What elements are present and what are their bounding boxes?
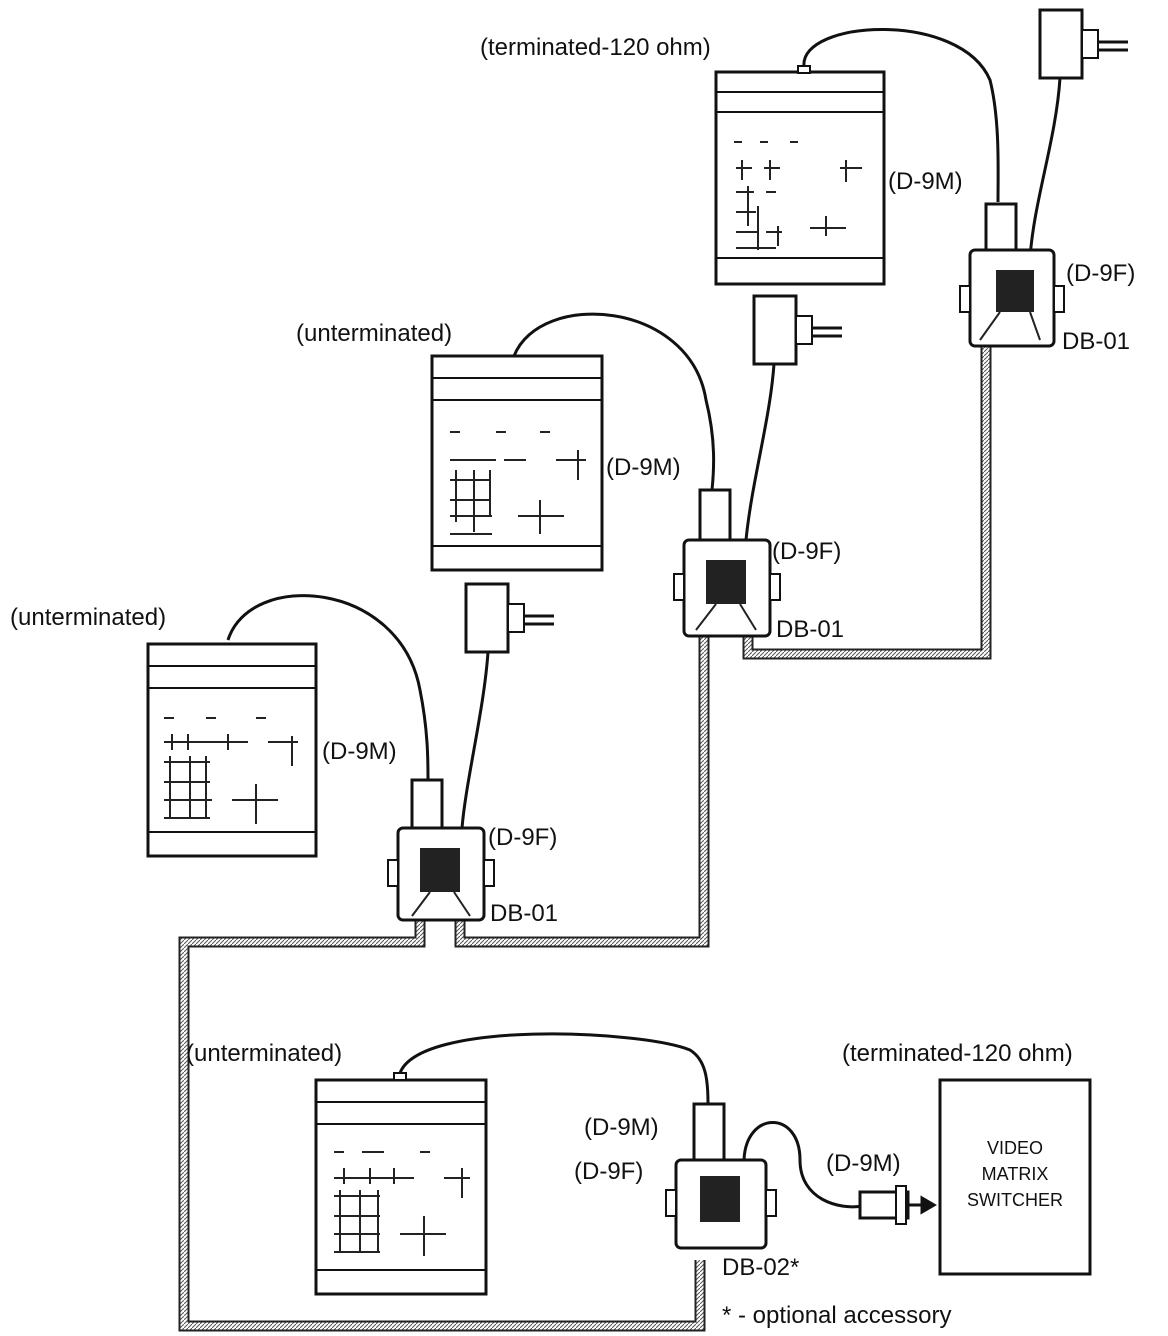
kb4-termination-label: (terminated-120 ohm) [480, 34, 711, 61]
kb1-termination-label: (unterminated) [186, 1040, 343, 1067]
db01-lower-label: DB-01 [490, 900, 559, 927]
footnote: * - optional accessory [722, 1302, 952, 1329]
junction-box-db01-top [959, 202, 1065, 348]
db01-top-label: DB-01 [1062, 328, 1131, 355]
junction-box-db01-lower [387, 778, 495, 922]
junction-box-db02 [665, 1102, 777, 1250]
db01-lower-d9f-label: (D-9F) [488, 824, 558, 851]
bus-cable [178, 340, 992, 1332]
db02-d9m-label: (D-9M) [584, 1114, 659, 1141]
keyboard-3 [430, 354, 604, 572]
d9m-connector-vms [858, 1185, 937, 1225]
vms-label-line-2: MATRIX [981, 1164, 1049, 1184]
video-matrix-switcher [938, 1078, 1092, 1276]
db02-d9f-label: (D-9F) [574, 1158, 644, 1185]
power-adapter-1 [1038, 8, 1128, 80]
vms-label-line-1: VIDEO [986, 1138, 1043, 1158]
vms-label: VIDEO MATRIX SWITCHER [940, 1135, 1090, 1213]
kb2-d9m-label: (D-9M) [322, 738, 397, 765]
keyboard-2 [146, 642, 318, 858]
thin-cables [226, 28, 1062, 1209]
kb2-termination-label: (unterminated) [10, 604, 167, 631]
kb4-d9m-label: (D-9M) [888, 168, 963, 195]
db01-middle-d9f-label: (D-9F) [772, 538, 842, 565]
junction-box-db01-middle [673, 488, 781, 638]
power-adapter-3 [464, 582, 554, 654]
keyboard-1 [314, 1072, 488, 1296]
kb3-d9m-label: (D-9M) [606, 454, 681, 481]
keyboard-4 [714, 65, 886, 286]
kb3-termination-label: (unterminated) [296, 320, 453, 347]
vms-label-line-3: SWITCHER [967, 1190, 1063, 1210]
power-adapter-2 [752, 294, 842, 366]
db02-label: DB-02* [722, 1254, 800, 1281]
vms-termination-label: (terminated-120 ohm) [842, 1040, 1073, 1067]
db01-top-d9f-label: (D-9F) [1066, 260, 1136, 287]
db01-middle-label: DB-01 [776, 616, 845, 643]
vms-d9m-label: (D-9M) [826, 1150, 901, 1177]
